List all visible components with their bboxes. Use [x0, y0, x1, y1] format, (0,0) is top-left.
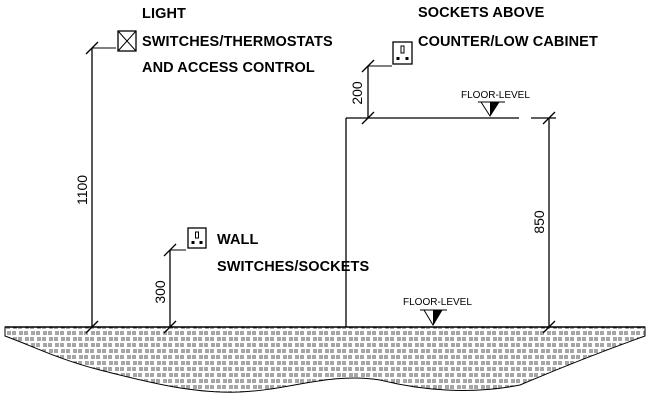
- ground-hatch: [4, 326, 646, 393]
- counter-height-dimension: 850: [531, 111, 556, 334]
- dimension-850: 850: [531, 210, 547, 234]
- counter-outline: [345, 117, 556, 327]
- wall-socket-dimension: 300: [152, 243, 186, 334]
- floor-level-marker: FLOOR-LEVEL: [403, 297, 472, 326]
- counter-level-label: FLOOR-LEVEL: [461, 90, 530, 101]
- floor-level-label: FLOOR-LEVEL: [403, 297, 472, 308]
- light-dimension: 1100: [74, 41, 116, 334]
- wall-switches-label: WALL SWITCHES/SOCKETS: [217, 232, 369, 275]
- sockets-above-label: SOCKETS ABOVE COUNTER/LOW CABINET: [418, 5, 598, 50]
- dimension-200: 200: [349, 81, 365, 105]
- light-switches-label: LIGHT SWITCHES/THERMOSTATS AND ACCESS CO…: [142, 6, 337, 76]
- counter-socket-icon: [392, 41, 413, 65]
- dimension-300: 300: [152, 280, 168, 304]
- counter-level-marker: FLOOR-LEVEL: [461, 90, 530, 117]
- crossed-box-icon: [117, 30, 137, 52]
- wall-socket-icon: [187, 227, 207, 249]
- above-counter-dimension: 200: [349, 59, 392, 125]
- dimension-1100: 1100: [74, 175, 90, 205]
